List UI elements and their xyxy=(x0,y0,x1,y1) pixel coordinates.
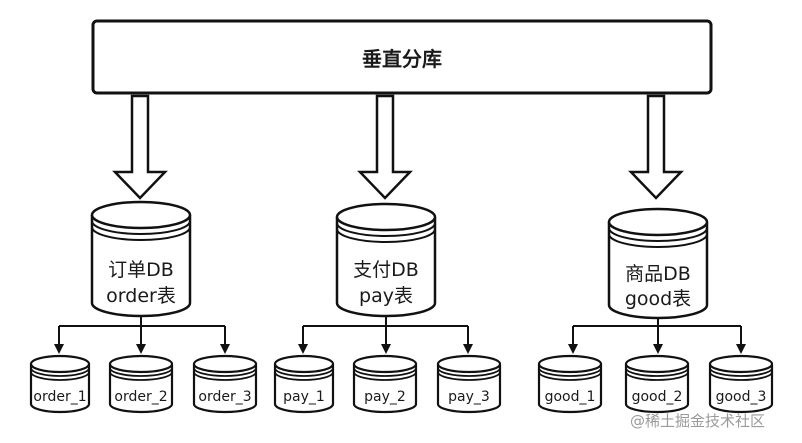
table-label: good_2 xyxy=(632,389,683,405)
order-connectors xyxy=(54,316,230,354)
diagram-title: 垂直分库 xyxy=(362,47,442,71)
pay-db-table-label: pay表 xyxy=(359,285,413,307)
arrow-to-order-db xyxy=(112,94,168,200)
watermark: @稀土掘金技术社区 xyxy=(630,412,766,430)
order-db-table-label: order表 xyxy=(106,285,176,307)
good-connectors xyxy=(568,318,746,354)
table-label: order_2 xyxy=(114,389,167,405)
table-cylinder-order-2: order_2 xyxy=(108,354,174,414)
pay-connectors xyxy=(298,316,473,354)
table-cylinder-pay-3: pay_3 xyxy=(436,354,502,414)
pay-db-name: 支付DB xyxy=(353,259,419,281)
table-label: pay_1 xyxy=(283,389,325,405)
title-box xyxy=(91,19,713,95)
order-db-cylinder: 订单DB order表 xyxy=(90,200,192,318)
pay-db-cylinder: 支付DB pay表 xyxy=(335,202,437,318)
table-cylinder-order-3: order_3 xyxy=(192,354,258,414)
good-db-table-label: good表 xyxy=(625,288,691,310)
good-db-name: 商品DB xyxy=(625,263,691,285)
table-label: good_3 xyxy=(716,389,767,405)
good-db-cylinder: 商品DB good表 xyxy=(607,207,709,320)
table-cylinder-good-3: good_3 xyxy=(708,354,774,414)
table-cylinder-order-1: order_1 xyxy=(29,354,91,414)
table-cylinder-good-1: good_1 xyxy=(537,354,603,414)
arrow-to-pay-db xyxy=(357,94,413,200)
table-cylinder-pay-2: pay_2 xyxy=(352,354,418,414)
table-label: pay_3 xyxy=(448,389,490,405)
table-label: pay_2 xyxy=(364,389,406,405)
table-cylinder-good-2: good_2 xyxy=(624,354,690,414)
table-label: order_3 xyxy=(198,389,251,405)
table-cylinder-pay-1: pay_1 xyxy=(273,354,335,414)
arrow-to-good-db xyxy=(628,94,684,200)
table-label: order_1 xyxy=(33,389,86,405)
order-db-name: 订单DB xyxy=(108,259,174,281)
table-label: good_1 xyxy=(545,389,596,405)
